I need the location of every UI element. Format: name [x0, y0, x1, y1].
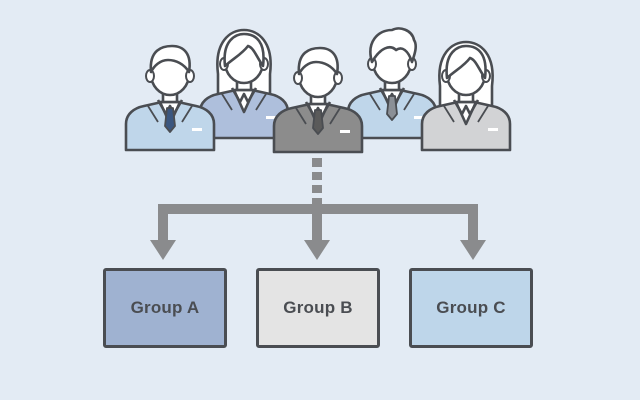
person-leader [272, 46, 364, 154]
group-a-box: Group A [103, 268, 227, 348]
group-a-label: Group A [130, 298, 200, 317]
person-woman-1 [198, 28, 290, 140]
arrow-down-icon [304, 240, 330, 260]
arrow-down-icon [460, 240, 486, 260]
drop-right [468, 204, 478, 244]
group-b-box: Group B [256, 268, 380, 348]
group-c-box: Group C [409, 268, 533, 348]
drop-center [312, 204, 322, 244]
connector-arrows [150, 158, 486, 260]
person-man-2 [346, 27, 438, 140]
person-man-1 [124, 44, 216, 152]
arrow-down-icon [150, 240, 176, 260]
person-woman-2 [420, 40, 512, 152]
team-people [124, 27, 512, 154]
group-c-label: Group C [436, 298, 506, 317]
drop-left [158, 204, 168, 244]
stem-dashed [312, 158, 322, 208]
group-b-label: Group B [283, 298, 353, 317]
